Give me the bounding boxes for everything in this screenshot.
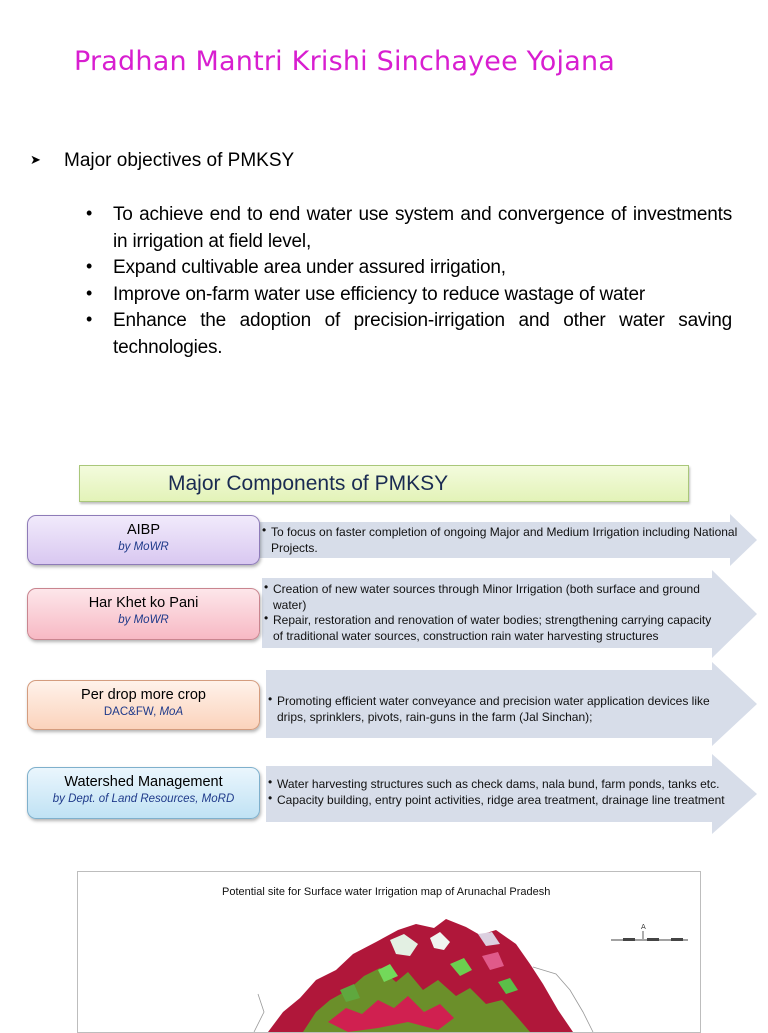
objectives-heading-text: Major objectives of PMKSY <box>64 150 295 171</box>
component-name: Per drop more crop <box>81 687 206 703</box>
component-agency-prefix: DAC&FW, <box>103 706 160 718</box>
component-name: Har Khet ko Pani <box>88 595 199 611</box>
component-agency: DAC&FW, MoA <box>28 706 259 718</box>
component-agency: by MoWR <box>118 614 169 626</box>
map-terrain <box>253 919 594 1032</box>
objective-item: Improve on-farm water use efficiency to … <box>86 280 732 309</box>
component-point: Repair, restoration and renovation of wa… <box>264 611 724 644</box>
components-heading-box: Major Components of PMKSY <box>79 465 689 502</box>
component-point: Capacity building, entry point activitie… <box>268 791 728 809</box>
component-agency-ministry: MoA <box>159 706 184 718</box>
component-box-watershed-management: Watershed Management by Dept. of Land Re… <box>27 767 260 819</box>
component-points: Promoting efficient water conveyance and… <box>268 692 716 725</box>
irrigation-map: Potential site for Surface water Irrigat… <box>77 871 701 1033</box>
component-row-watershed-management: Watershed Management by Dept. of Land Re… <box>0 752 768 836</box>
component-point: Water harvesting structures such as chec… <box>268 775 728 793</box>
component-box-per-drop-more-crop: Per drop more crop DAC&FW, MoA <box>27 680 260 730</box>
objectives-heading: ➤ Major objectives of PMKSY <box>30 150 294 172</box>
component-box-har-khet-ko-pani: Har Khet ko Pani by MoWR <box>27 588 260 640</box>
scale-bar-icon <box>611 938 688 941</box>
map-image: A <box>253 919 688 1032</box>
component-points: Water harvesting structures such as chec… <box>268 775 728 809</box>
arrow-bullet-icon: ➤ <box>30 152 41 167</box>
objectives-list: To achieve end to end water use system a… <box>86 200 732 361</box>
objective-item: Enhance the adoption of precision-irriga… <box>86 306 732 361</box>
component-row-per-drop-more-crop: Per drop more crop DAC&FW, MoA Promoting… <box>0 660 768 748</box>
svg-text:A: A <box>641 923 646 931</box>
map-title: Potential site for Surface water Irrigat… <box>222 886 551 898</box>
component-name: AIBP <box>126 522 161 538</box>
page-title: Pradhan Mantri Krishi Sinchayee Yojana <box>74 46 616 77</box>
components-heading: Major Components of PMKSY <box>168 472 449 495</box>
objective-item: Expand cultivable area under assured irr… <box>86 253 732 282</box>
component-points: To focus on faster completion of ongoing… <box>262 523 740 556</box>
objective-item: To achieve end to end water use system a… <box>86 200 732 255</box>
north-arrow-icon: A <box>641 923 646 939</box>
component-name: Watershed Management <box>64 774 223 790</box>
component-row-har-khet-ko-pani: Har Khet ko Pani by MoWR Creation of new… <box>0 570 768 658</box>
component-points: Creation of new water sources through Mi… <box>264 580 724 644</box>
component-point: Creation of new water sources through Mi… <box>264 580 724 613</box>
component-row-aibp: AIBP by MoWR To focus on faster completi… <box>0 510 768 570</box>
component-point: To focus on faster completion of ongoing… <box>262 523 740 556</box>
component-agency: by MoWR <box>118 541 169 553</box>
component-box-aibp: AIBP by MoWR <box>27 515 260 565</box>
component-agency: by Dept. of Land Resources, MoRD <box>52 793 235 805</box>
component-point: Promoting efficient water conveyance and… <box>268 692 716 725</box>
